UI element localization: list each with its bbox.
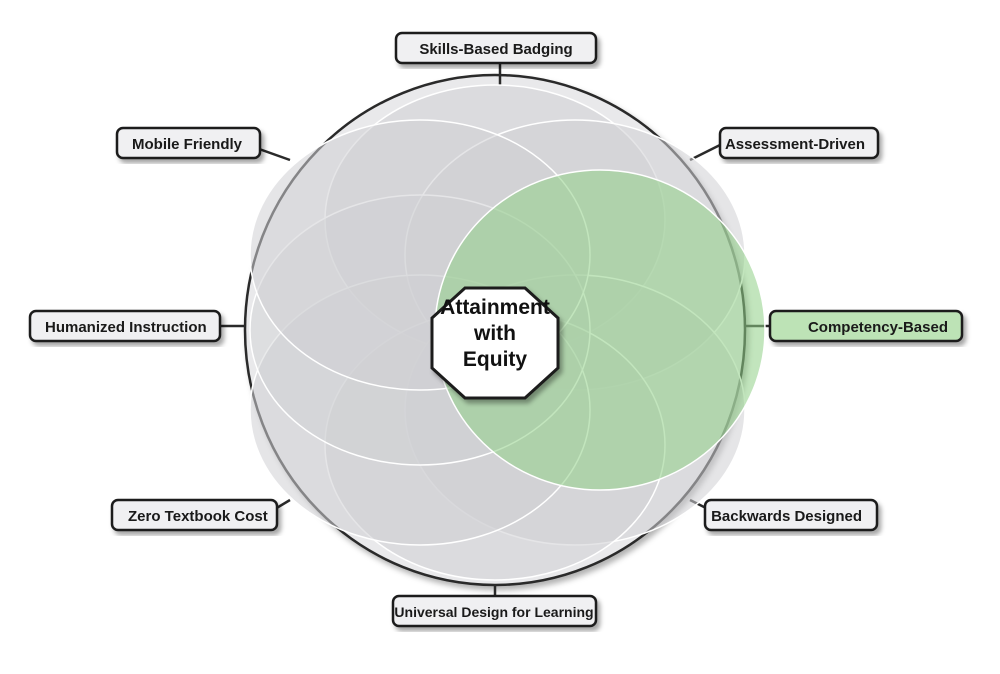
center-line-3: Equity [463, 348, 527, 371]
label-universal-design-text: Universal Design for Learning [394, 604, 593, 620]
label-backwards-designed: Backwards Designed [703, 498, 879, 532]
label-backwards-designed-text: Backwards Designed [711, 508, 862, 525]
label-zero-textbook-cost: Zero Textbook Cost [110, 498, 279, 532]
label-competency-based-text: Competency-Based [808, 319, 948, 336]
center-line-2: with [473, 322, 516, 345]
label-humanized-instruction: Humanized Instruction [28, 309, 222, 343]
label-universal-design: Universal Design for Learning [391, 594, 598, 628]
label-mobile-friendly: Mobile Friendly [115, 126, 262, 160]
label-humanized-instruction-text: Humanized Instruction [45, 319, 207, 336]
center-line-1: Attainment [440, 296, 550, 319]
label-mobile-friendly-text: Mobile Friendly [132, 136, 243, 153]
label-skills-based-badging-text: Skills-Based Badging [419, 41, 572, 58]
label-assessment-driven-text: Assessment-Driven [725, 136, 865, 153]
label-competency-based: Competency-Based [768, 309, 964, 343]
label-assessment-driven: Assessment-Driven [718, 126, 880, 160]
label-zero-textbook-cost-text: Zero Textbook Cost [128, 508, 268, 525]
label-skills-based-badging: Skills-Based Badging [394, 31, 598, 65]
center-node [430, 286, 560, 400]
